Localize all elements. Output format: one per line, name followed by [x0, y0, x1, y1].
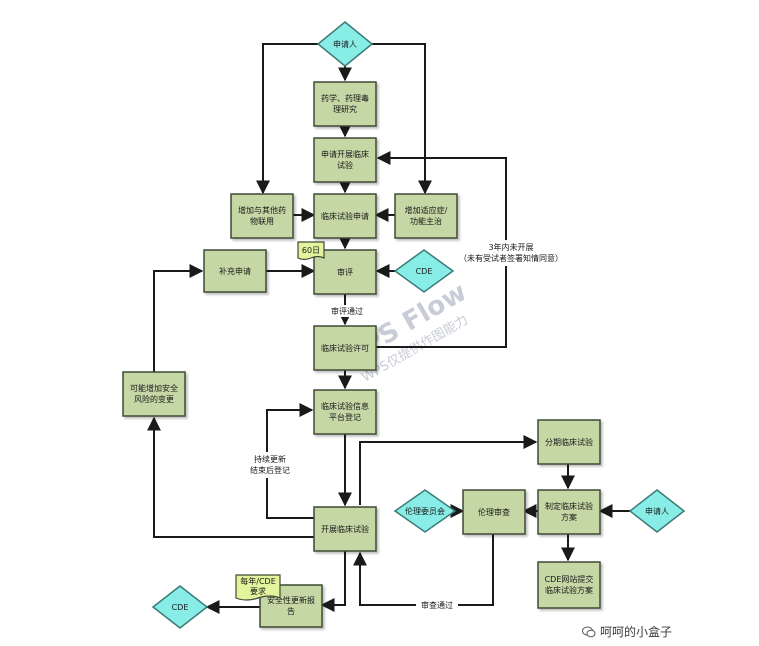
- box-apply: [313, 137, 377, 183]
- svg-text:每年/CDE: 每年/CDE: [240, 576, 276, 586]
- label-passed-review: 审评通过: [331, 306, 363, 316]
- text-review: 审评: [337, 267, 353, 277]
- note-60days: 60日: [297, 241, 325, 261]
- text-conduct: 开展临床试验: [321, 524, 369, 534]
- label-continuous-update-2: 结束后登记: [250, 465, 290, 475]
- text-safety-1: 安全性更新报: [267, 595, 315, 605]
- svg-text:要求: 要求: [250, 586, 266, 596]
- label-three-years-1: 3年内未开展: [488, 242, 533, 252]
- footer-text: 呵呵的小盒子: [600, 625, 673, 639]
- text-registry-2: 平台登记: [329, 412, 361, 422]
- svg-text:申请人: 申请人: [333, 39, 357, 49]
- label-continuous-update-1: 持续更新: [254, 454, 286, 464]
- text-apply-2: 试验: [337, 160, 353, 170]
- footer: 呵呵的小盒子: [582, 623, 672, 640]
- text-plan-2: 方案: [561, 512, 577, 522]
- edge-applicant-combo: [256, 43, 318, 195]
- text-supplement: 补充申请: [219, 266, 251, 276]
- text-risk-1: 可能增加安全: [130, 383, 178, 393]
- text-indication-1: 增加适应症/: [405, 205, 448, 215]
- box-submit: [537, 561, 601, 609]
- box-conduct: [313, 506, 377, 552]
- note-annual: 每年/CDE 要求: [235, 574, 281, 601]
- text-pharm-2: 理研究: [333, 104, 357, 114]
- node-applicant-right: 申请人: [628, 489, 686, 533]
- box-permit: [313, 325, 377, 371]
- svg-text:伦理委员会: 伦理委员会: [405, 506, 445, 516]
- svg-text:CDE: CDE: [172, 603, 189, 612]
- svg-text:申请人: 申请人: [645, 506, 669, 516]
- svg-text:CDE: CDE: [416, 267, 433, 276]
- text-submit-2: 临床试验方案: [545, 585, 593, 595]
- text-permit: 临床试验许可: [321, 343, 369, 353]
- text-registry-1: 临床试验信息: [321, 401, 369, 411]
- node-applicant-top: 申请人: [316, 21, 374, 67]
- box-risk: [122, 371, 186, 417]
- box-pharm: [313, 81, 377, 127]
- box-phased: [537, 419, 601, 465]
- wechat-icon: [582, 626, 596, 638]
- label-ethics-passed: 审查通过: [421, 600, 453, 610]
- edge-risk-supplement: [153, 264, 204, 372]
- edge-conduct-phased: [359, 435, 538, 505]
- box-trialapp: [313, 193, 377, 239]
- edge-applicant-indication: [372, 43, 432, 195]
- box-plan: [537, 489, 601, 535]
- edge-conduct-safety: [320, 551, 346, 612]
- text-apply-1: 申请开展临床: [321, 149, 369, 159]
- node-cde-bottom: CDE: [151, 585, 209, 629]
- box-combo: [230, 193, 294, 239]
- text-combo-2: 物联用: [250, 216, 274, 226]
- text-ethics: 伦理审查: [478, 507, 510, 517]
- box-registry: [313, 389, 377, 435]
- text-submit-1: CDE网站提交: [545, 574, 594, 584]
- node-ethics-committee: 伦理委员会: [393, 489, 457, 533]
- box-supplement: [203, 249, 267, 293]
- label-three-years-2: （未有受试者签署知情同意）: [459, 253, 563, 263]
- text-combo-1: 增加与其他药: [238, 205, 286, 215]
- text-trialapp: 临床试验申请: [321, 211, 369, 221]
- text-risk-2: 风险的变更: [134, 394, 174, 404]
- edge-ethics-conduct: [353, 534, 494, 606]
- text-pharm-1: 药学、药理毒: [321, 93, 369, 103]
- box-ethics: [462, 489, 526, 535]
- edge-conduct-risk: [147, 416, 314, 538]
- text-safety-2: 告: [287, 606, 295, 616]
- text-indication-2: 功能主治: [410, 216, 442, 226]
- svg-text:60日: 60日: [302, 246, 320, 255]
- box-indication: [394, 193, 458, 239]
- text-plan-1: 制定临床试验: [545, 501, 593, 511]
- text-phased: 分期临床试验: [545, 437, 593, 447]
- node-cde-review: CDE: [393, 249, 455, 293]
